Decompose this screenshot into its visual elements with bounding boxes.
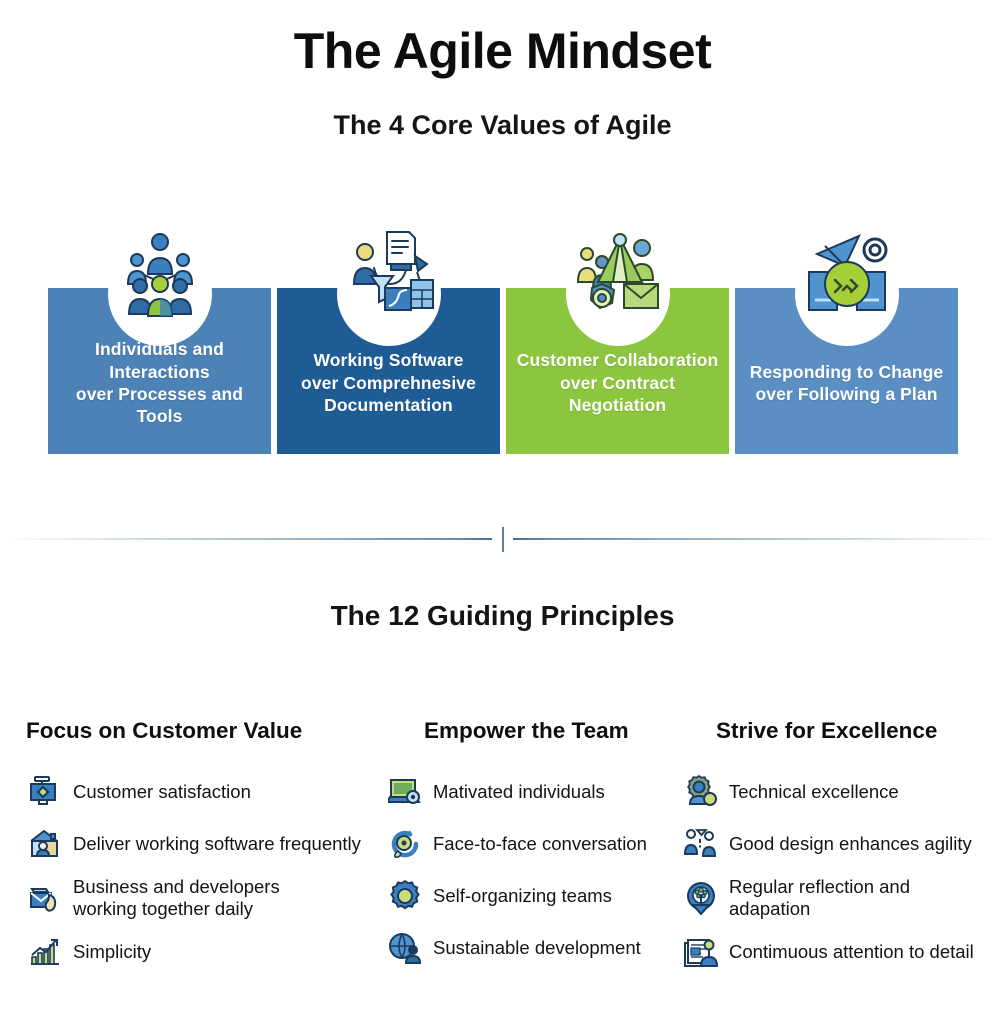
principles-columns: Focus on Customer Value Customer satisfa… (22, 718, 987, 984)
list-item[interactable]: Deliver working software frequently (28, 824, 382, 864)
list-item-label: Good design enhances agility (729, 833, 972, 855)
value-card-label: Customer Collaboration over Contract Neg… (516, 350, 719, 416)
list-item-label: Business and developers working together… (73, 876, 280, 919)
list-item[interactable]: Business and developers working together… (28, 876, 382, 920)
value-card-working-software[interactable]: Working Software over Comprehnesive Docu… (277, 231, 500, 454)
column-heading: Empower the Team (424, 718, 629, 743)
list-item-label: Sustainable development (433, 937, 641, 959)
value-card-label: Individuals and Interactions over Proces… (75, 339, 244, 427)
principles-column-strive-for-excellence: Strive for Excellence Technical excellen… (682, 718, 987, 984)
list-item-label: Technical excellence (729, 781, 899, 803)
list-item[interactable]: Self-organizing teams (388, 876, 682, 916)
list-item-label: Simplicity (73, 940, 152, 962)
document-workflow-icon (341, 222, 437, 318)
list-item-label: Mativated individuals (433, 781, 605, 803)
house-person-icon (28, 827, 62, 861)
principles-column-focus-on-customer-value: Focus on Customer Value Customer satisfa… (22, 718, 382, 984)
growth-chart-icon (28, 935, 62, 969)
person-gear-icon (684, 775, 718, 809)
principles-list: Mativated individuals Face-to-face conve… (382, 772, 682, 968)
list-item[interactable]: Regular reflection and adapation (684, 876, 987, 920)
list-item[interactable]: Simplicity (28, 932, 382, 972)
person-globe-icon (388, 931, 422, 965)
value-card-individuals-and-interactions[interactable]: Individuals and Interactions over Proces… (48, 233, 271, 454)
list-item-label: Self-organizing teams (433, 885, 612, 907)
envelope-hand-icon (28, 881, 62, 915)
core-values-card-row: Individuals and Interactions over Proces… (48, 231, 958, 454)
list-item[interactable]: Customer satisfaction (28, 772, 382, 812)
principles-title: The 12 Guiding Principles (330, 600, 675, 631)
list-item[interactable]: Contimuous attention to detail (684, 932, 987, 972)
list-item-label: Customer satisfaction (73, 781, 251, 803)
list-item[interactable]: Mativated individuals (388, 772, 682, 812)
monitor-target-icon (388, 775, 422, 809)
column-heading: Focus on Customer Value (26, 718, 303, 743)
list-item[interactable]: Face-to-face conversation (388, 824, 682, 864)
list-item[interactable]: Sustainable development (388, 928, 682, 968)
list-item[interactable]: Good design enhances agility (684, 824, 987, 864)
award-badge-icon (28, 775, 62, 809)
list-item-label: Deliver working software frequently (73, 833, 361, 855)
page-subtitle: The 4 Core Values of Agile (333, 110, 672, 140)
principles-list: Customer satisfaction Deliver work (22, 772, 382, 972)
value-card-label: Responding to Change over Following a Pl… (749, 361, 944, 404)
page-title: The Agile Mindset (293, 23, 712, 79)
value-card-responding-to-change[interactable]: Responding to Change over Following a Pl… (735, 234, 958, 454)
change-adapt-icon (799, 222, 895, 318)
document-person-icon (684, 935, 718, 969)
collaboration-icon (570, 222, 666, 318)
value-card-customer-collaboration[interactable]: Customer Collaboration over Contract Neg… (506, 233, 729, 454)
list-item[interactable]: Technical excellence (684, 772, 987, 812)
divider-line-left (0, 538, 492, 540)
column-heading: Strive for Excellence (716, 718, 938, 743)
list-item-label: Contimuous attention to detail (729, 940, 974, 962)
people-network-icon (112, 222, 208, 318)
two-people-idea-icon (684, 827, 718, 861)
principles-list: Technical excellence (682, 772, 987, 972)
divider-center-tick (501, 527, 504, 552)
section-divider (0, 524, 1005, 564)
conversation-cycle-icon (388, 827, 422, 861)
list-item-label: Regular reflection and adapation (729, 876, 910, 919)
list-item-label: Face-to-face conversation (433, 833, 647, 855)
principles-column-empower-the-team: Empower the Team Mativated individuals (382, 718, 682, 984)
reflection-tree-icon (684, 881, 718, 915)
divider-line-right (513, 538, 1005, 540)
value-card-label: Working Software over Comprehnesive Docu… (301, 350, 476, 416)
gear-icon (388, 879, 422, 913)
